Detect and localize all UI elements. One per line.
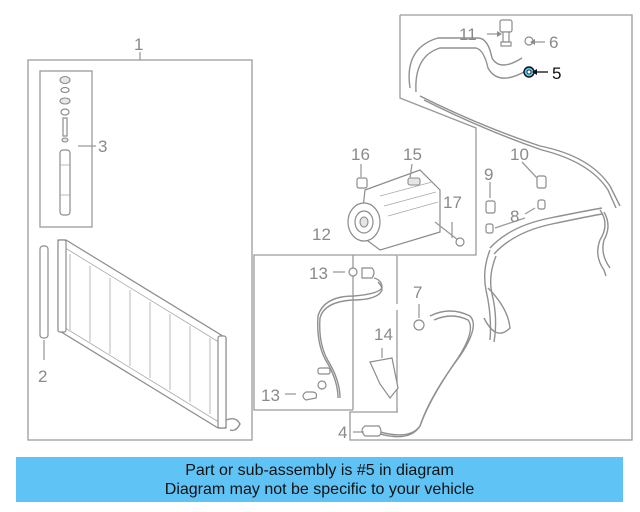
line-group-right bbox=[349, 14, 633, 441]
part-16 bbox=[356, 177, 368, 189]
callout-14: 14 bbox=[374, 325, 393, 344]
callout-1: 1 bbox=[134, 35, 143, 54]
callout-11: 11 bbox=[459, 25, 477, 44]
lower-line-group bbox=[361, 310, 474, 438]
part-14-bracket bbox=[369, 357, 399, 399]
callout-16: 16 bbox=[351, 145, 370, 164]
callout-8: 8 bbox=[510, 207, 519, 226]
callout-5: 5 bbox=[552, 64, 561, 83]
hose-assembly-12 bbox=[253, 254, 398, 412]
callout-13-upper: 13 bbox=[309, 264, 328, 283]
callout-15: 15 bbox=[403, 145, 422, 164]
callout-10: 10 bbox=[510, 145, 529, 164]
banner-line-2: Diagram may not be specific to your vehi… bbox=[164, 481, 475, 498]
callout-13-lower: 13 bbox=[261, 386, 280, 405]
banner-line-1: Part or sub-assembly is #5 in diagram bbox=[185, 462, 454, 479]
callout-6: 6 bbox=[549, 33, 558, 52]
callouts: 1 2 3 4 5 6 7 8 9 10 11 12 13 13 14 15 1… bbox=[38, 25, 561, 442]
callout-12: 12 bbox=[312, 225, 331, 244]
dryer-stack bbox=[59, 75, 71, 216]
condenser-group bbox=[27, 52, 253, 441]
callout-9: 9 bbox=[484, 165, 493, 184]
callout-2: 2 bbox=[38, 367, 47, 386]
callout-3: 3 bbox=[98, 137, 107, 156]
leader-lines bbox=[285, 31, 548, 433]
part-11-switch bbox=[499, 19, 513, 47]
callout-7: 7 bbox=[413, 283, 422, 302]
callout-4: 4 bbox=[338, 423, 347, 442]
compressor-group bbox=[347, 169, 465, 251]
info-banner: Part or sub-assembly is #5 in diagram Di… bbox=[16, 457, 623, 502]
callout-17: 17 bbox=[443, 193, 462, 212]
condenser-core bbox=[57, 239, 241, 432]
part-5-oring-highlighted bbox=[523, 66, 535, 78]
